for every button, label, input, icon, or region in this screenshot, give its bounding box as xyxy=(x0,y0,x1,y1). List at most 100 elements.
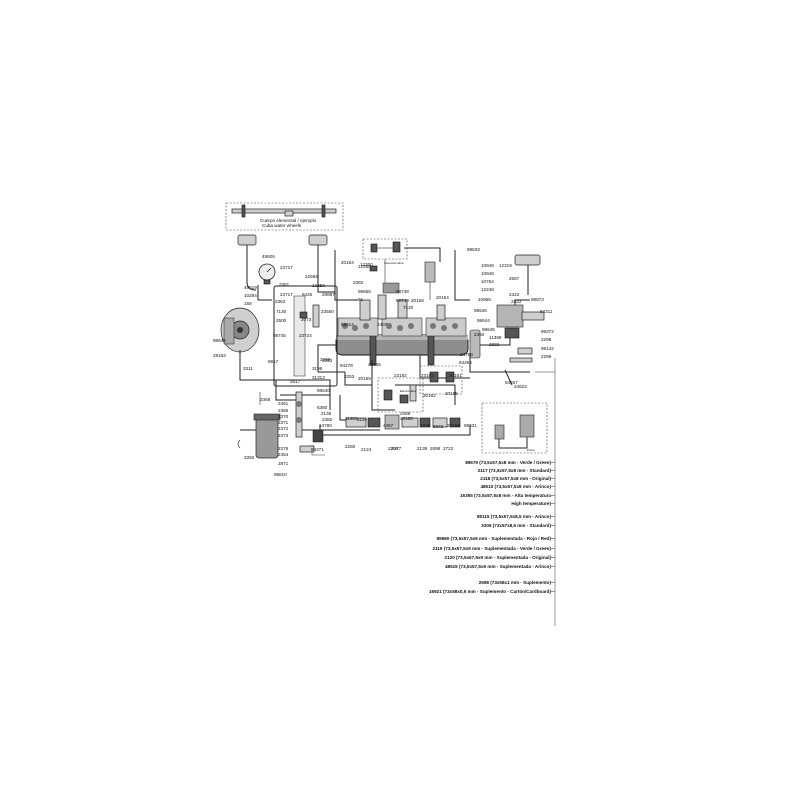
part-number-label: 12250 xyxy=(358,264,371,269)
part-number-label: 12300 xyxy=(360,262,373,267)
part-number-label: 98631 xyxy=(464,423,477,428)
pump-filter-subgroup: Pump xyxy=(481,402,548,454)
part-number-label: 10949 xyxy=(481,263,494,268)
part-number-label: 20165 xyxy=(445,391,458,396)
part-number-label: 24780 xyxy=(319,423,332,428)
part-number-label: 2136 xyxy=(321,411,332,416)
part-number-label: 23182 xyxy=(394,373,407,378)
steam-wand-center xyxy=(308,234,328,282)
parts-list-item: 2119 (73,5x57,5x9 mm - Suplementada - Ve… xyxy=(433,546,552,551)
part-number-label: 49926 xyxy=(262,254,275,259)
part-number-label: 98645 xyxy=(482,327,495,332)
part-number-label: 10948 xyxy=(481,271,494,276)
part-number-label: 98748 xyxy=(396,289,409,294)
part-number-label: 6110 xyxy=(357,417,367,422)
part-number-label: 2333 xyxy=(511,299,522,304)
part-number-label: 2205 xyxy=(420,423,431,428)
part-number-label: 2361 xyxy=(279,282,290,287)
part-number-label: 84267 xyxy=(505,380,518,385)
part-number-label: 8817 xyxy=(268,359,279,364)
parts-list-item: 16355 (73,5x57,5x8 mm - Alta temperatura xyxy=(460,493,551,498)
part-number-label: 2461 xyxy=(278,401,289,406)
part-number-label: 98644 xyxy=(477,318,490,323)
part-number-label: 29163 xyxy=(213,353,226,358)
part-number-label: 20168 xyxy=(447,423,460,428)
part-number-label: 2298 xyxy=(541,337,552,342)
part-number-label: 12319 xyxy=(499,263,512,268)
part-labels-left: 4951910284158986422916333112368246123652… xyxy=(213,285,289,477)
parts-list-item: 48510 (73,5x57,5x8 mm - Arinco) xyxy=(480,484,551,489)
part-number-label: 24622 xyxy=(514,384,527,389)
part-number-label: 2382 xyxy=(322,417,333,422)
group-heads xyxy=(337,317,467,337)
part-number-label: 2139 xyxy=(417,446,428,451)
water-softener xyxy=(237,413,281,459)
part-number-label: 12250 xyxy=(312,283,325,288)
part-number-label: 98633 xyxy=(467,247,480,252)
parts-list-item: 48519 (73,5x57,5x9 mm - Suplementada - A… xyxy=(445,564,552,569)
part-number-label: 2372 xyxy=(278,426,289,431)
part-number-label: 2722 xyxy=(443,446,454,451)
part-number-label: 2370 xyxy=(278,414,289,419)
part-number-label: 98740 xyxy=(396,298,409,303)
parts-list-item: 3306 (73x57x8,5 mm - Standard) xyxy=(481,523,551,528)
bracket-caption-line1: Cuerpo elemental / ejemplo xyxy=(260,218,317,223)
part-number-label: 7120 xyxy=(403,305,414,310)
part-number-label: 98810 xyxy=(274,472,287,477)
part-number-label: 49519 xyxy=(244,285,257,290)
part-number-label: 84311 xyxy=(540,309,553,314)
part-number-label: 2323 xyxy=(489,342,500,347)
part-number-label: 2073 xyxy=(301,317,312,322)
boiler-upper-tubes xyxy=(359,261,446,321)
boiler xyxy=(335,324,481,366)
part-number-label: 20165 xyxy=(400,416,413,421)
part-number-label: 29887 xyxy=(322,292,335,297)
part-number-label: 4467 xyxy=(383,423,394,428)
part-number-label: 10284 xyxy=(244,293,257,298)
part-number-label: 2373 xyxy=(278,433,289,438)
part-number-label: 6380 xyxy=(317,405,328,410)
part-number-label: 7130 xyxy=(276,309,287,314)
top-group-bracket: Cuerpo elemental / ejemplo Cuba water wh… xyxy=(225,202,344,231)
part-number-label: 10968 xyxy=(478,297,491,302)
parts-list-item: 2118 (73,5x57,5x8 mm - Original) xyxy=(480,476,551,481)
part-number-label: 84278 xyxy=(340,363,353,368)
electrovalve-note: Electrovalve xyxy=(400,389,417,393)
part-number-label: 2124 xyxy=(361,447,372,452)
pump-motor xyxy=(220,307,260,353)
parts-list-item: 2117 (73,5x57,5x8 mm - Standard) xyxy=(478,468,552,473)
part-number-label: 2377 xyxy=(391,446,402,451)
solenoid-subgroup xyxy=(377,365,463,413)
part-number-label: 2253 xyxy=(322,358,333,363)
control-box-left xyxy=(273,285,338,387)
bracket-caption-line2: Cuba water wheels xyxy=(262,223,302,228)
part-number-label: 98656 xyxy=(358,289,371,294)
parts-list-item: 89680 (73,5x57,5x9 mm - Suplementada - R… xyxy=(437,536,552,541)
parts-list-item: 98115 (73,5x57,5x8,5 mm - Arinco) xyxy=(477,514,552,519)
part-number-label: 23550 xyxy=(321,309,334,314)
part-number-label: 98873 xyxy=(531,297,544,302)
part-number-label: 2371 xyxy=(278,420,289,425)
part-number-label: 2322 xyxy=(509,292,520,297)
part-number-label: 20161 xyxy=(449,373,462,378)
part-number-label: 2454 xyxy=(278,452,289,457)
parts-list-item: 2598 (73x58x1 mm - Suplemento) xyxy=(479,580,552,585)
part-number-label: 20154 xyxy=(436,295,449,300)
parts-list-item: 2120 (73,5x57,5x9 mm - Suplementada - Or… xyxy=(445,555,552,560)
part-number-label: 99142 xyxy=(541,346,554,351)
part-number-label: 2687 xyxy=(509,276,520,281)
part-number-label: 22584 xyxy=(305,274,318,279)
part-number-label: 11481 xyxy=(345,416,358,421)
parts-list-item: 16921 (73x58x0,5 mm - Suplemento - Cartó… xyxy=(429,589,551,594)
part-number-label: 98642 xyxy=(213,338,226,343)
parts-list-item: High temperature) xyxy=(511,501,551,506)
part-number-label: 20155 xyxy=(358,376,371,381)
part-number-label: 98640 xyxy=(317,388,330,393)
part-number-label: 2299 xyxy=(541,354,552,359)
inlet-manifold xyxy=(295,391,303,438)
solenoid-note: Solenoid valve xyxy=(384,261,404,265)
part-number-label: 158 xyxy=(244,301,252,306)
part-number-label: 3392 xyxy=(244,455,255,460)
electrovalve-top xyxy=(362,238,408,294)
